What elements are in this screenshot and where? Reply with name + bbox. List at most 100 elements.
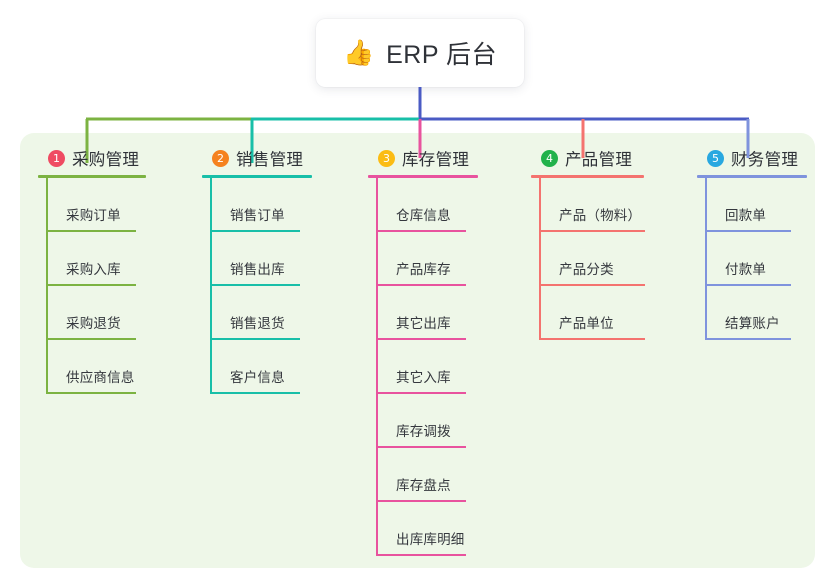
sub-item-label: 付款单 bbox=[725, 262, 767, 277]
column-title-4: 产品管理 bbox=[565, 151, 633, 169]
column-rule-2 bbox=[202, 175, 312, 178]
sub-item[interactable]: 产品分类 bbox=[531, 232, 645, 286]
column-rule-3 bbox=[368, 175, 478, 178]
sub-item[interactable]: 产品（物料） bbox=[531, 178, 645, 232]
column-header-2[interactable]: 2 销售管理 bbox=[202, 146, 312, 170]
column-2: 2 销售管理销售订单销售出库销售退货客户信息 bbox=[202, 146, 312, 394]
sub-item[interactable]: 回款单 bbox=[697, 178, 807, 232]
content-panel bbox=[20, 133, 815, 568]
column-spine-2 bbox=[210, 178, 212, 394]
sub-item-label: 采购退货 bbox=[66, 316, 121, 331]
sub-item-label: 仓库信息 bbox=[396, 208, 451, 223]
column-4: 4 产品管理产品（物料） 产品分类产品单位 bbox=[531, 146, 645, 340]
sub-item-label: 其它出库 bbox=[396, 316, 451, 331]
sub-item-rule bbox=[46, 230, 136, 232]
sub-item-label: 产品分类 bbox=[559, 262, 614, 277]
sub-item-label: 库存调拨 bbox=[396, 424, 451, 439]
column-body-5: 回款单付款单结算账户 bbox=[697, 178, 807, 340]
sub-item-label: 结算账户 bbox=[725, 316, 780, 331]
sub-item[interactable]: 产品单位 bbox=[531, 286, 645, 340]
sub-item[interactable]: 销售退货 bbox=[202, 286, 312, 340]
sub-item-rule bbox=[376, 554, 466, 556]
column-5: 5 财务管理回款单付款单结算账户 bbox=[697, 146, 807, 340]
column-rule-5 bbox=[697, 175, 807, 178]
sub-item-rule bbox=[210, 284, 300, 286]
sub-item-label: 客户信息 bbox=[230, 370, 285, 385]
sub-item-rule bbox=[705, 338, 791, 340]
column-1: 1 采购管理采购订单采购入库采购退货供应商信息 bbox=[38, 146, 146, 394]
sub-item-label: 销售出库 bbox=[230, 262, 285, 277]
sub-item-label: 采购订单 bbox=[66, 208, 121, 223]
sub-item[interactable]: 其它出库 bbox=[368, 286, 478, 340]
sub-item[interactable]: 结算账户 bbox=[697, 286, 807, 340]
sub-item-label: 出库库明细 bbox=[396, 532, 465, 547]
column-title-5: 财务管理 bbox=[731, 151, 799, 169]
sub-item-label: 其它入库 bbox=[396, 370, 451, 385]
sub-item[interactable]: 客户信息 bbox=[202, 340, 312, 394]
sub-item-label: 回款单 bbox=[725, 208, 767, 223]
sub-item[interactable]: 销售出库 bbox=[202, 232, 312, 286]
column-header-5[interactable]: 5 财务管理 bbox=[697, 146, 807, 170]
sub-item-label: 销售订单 bbox=[230, 208, 285, 223]
sub-item-rule bbox=[46, 392, 136, 394]
sub-item-rule bbox=[46, 338, 136, 340]
sub-item-label: 产品单位 bbox=[559, 316, 614, 331]
sub-item[interactable]: 库存盘点 bbox=[368, 448, 478, 502]
sub-item-rule bbox=[705, 230, 791, 232]
sub-item-label: 采购入库 bbox=[66, 262, 121, 277]
sub-item-label: 销售退货 bbox=[230, 316, 285, 331]
thumbs-up-icon: 👍 bbox=[342, 38, 375, 67]
root-node[interactable]: 👍 ERP 后台 bbox=[316, 19, 524, 87]
sub-item-rule bbox=[705, 284, 791, 286]
sub-item-label: 产品库存 bbox=[396, 262, 451, 277]
column-spine-3 bbox=[376, 178, 378, 556]
column-body-3: 仓库信息产品库存其它出库其它入库库存调拨库存盘点出库库明细 bbox=[368, 178, 478, 556]
sub-item[interactable]: 仓库信息 bbox=[368, 178, 478, 232]
root-title: ERP 后台 bbox=[386, 41, 498, 69]
column-badge-3: 3 bbox=[378, 149, 395, 167]
sub-item[interactable]: 出库库明细 bbox=[368, 502, 478, 556]
column-spine-5 bbox=[705, 178, 707, 340]
column-badge-4: 4 bbox=[541, 149, 558, 167]
column-spine-1 bbox=[46, 178, 48, 394]
sub-item-rule bbox=[376, 284, 466, 286]
sub-item-rule bbox=[210, 338, 300, 340]
sub-item-rule bbox=[376, 500, 466, 502]
sub-item-rule bbox=[376, 392, 466, 394]
sub-item-rule bbox=[539, 230, 645, 232]
sub-item-label: 库存盘点 bbox=[396, 478, 451, 493]
column-badge-5: 5 bbox=[707, 149, 724, 167]
sub-item-rule bbox=[376, 338, 466, 340]
column-title-2: 销售管理 bbox=[236, 151, 304, 169]
column-spine-4 bbox=[539, 178, 541, 340]
sub-item-rule bbox=[210, 392, 300, 394]
sub-item[interactable]: 采购订单 bbox=[38, 178, 146, 232]
sub-item[interactable]: 付款单 bbox=[697, 232, 807, 286]
column-body-4: 产品（物料） 产品分类产品单位 bbox=[531, 178, 645, 340]
column-header-1[interactable]: 1 采购管理 bbox=[38, 146, 146, 170]
sub-item-rule bbox=[539, 338, 645, 340]
sub-item-rule bbox=[210, 230, 300, 232]
sub-item[interactable]: 产品库存 bbox=[368, 232, 478, 286]
sub-item-rule bbox=[376, 230, 466, 232]
column-body-1: 采购订单采购入库采购退货供应商信息 bbox=[38, 178, 146, 394]
sub-item-label: 产品（物料） bbox=[559, 208, 642, 223]
sub-item-label: 供应商信息 bbox=[66, 370, 135, 385]
sub-item[interactable]: 供应商信息 bbox=[38, 340, 146, 394]
column-rule-1 bbox=[38, 175, 146, 178]
column-header-4[interactable]: 4 产品管理 bbox=[531, 146, 644, 170]
column-rule-4 bbox=[531, 175, 644, 178]
column-title-1: 采购管理 bbox=[72, 151, 140, 169]
column-badge-1: 1 bbox=[48, 149, 65, 167]
sub-item[interactable]: 销售订单 bbox=[202, 178, 312, 232]
sub-item-rule bbox=[376, 446, 466, 448]
column-badge-2: 2 bbox=[212, 149, 229, 167]
sub-item[interactable]: 采购退货 bbox=[38, 286, 146, 340]
column-body-2: 销售订单销售出库销售退货客户信息 bbox=[202, 178, 312, 394]
sub-item[interactable]: 采购入库 bbox=[38, 232, 146, 286]
sub-item[interactable]: 库存调拨 bbox=[368, 394, 478, 448]
sub-item[interactable]: 其它入库 bbox=[368, 340, 478, 394]
